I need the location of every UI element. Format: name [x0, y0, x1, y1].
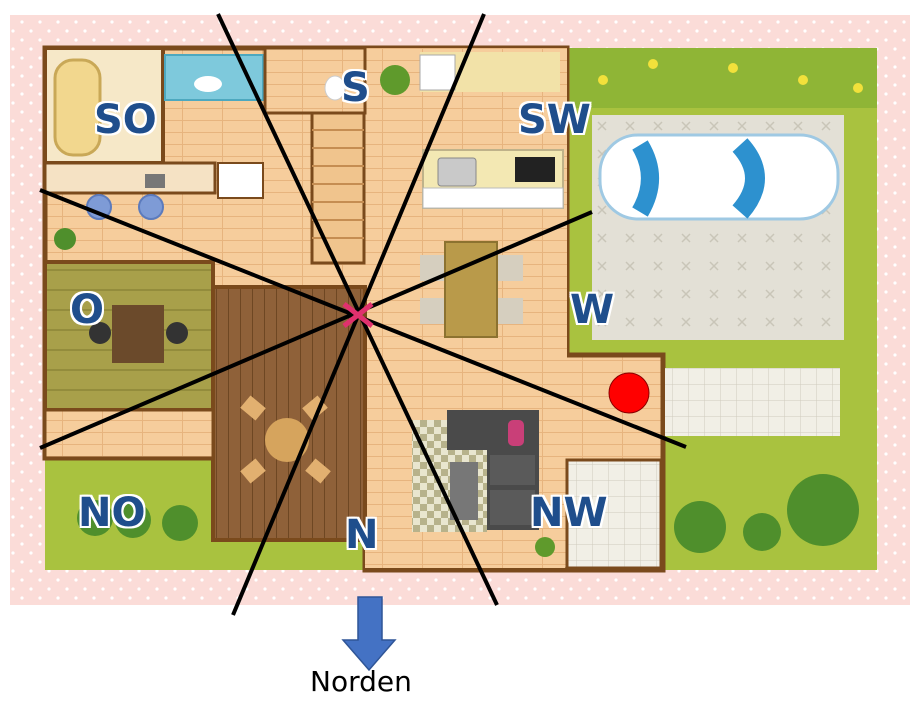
direction-label-nw: NW: [530, 490, 608, 536]
tree-icon: [380, 65, 410, 95]
toilet-icon: [324, 75, 346, 101]
direction-label-s: S: [341, 65, 370, 111]
north-arrow-icon: [341, 596, 397, 672]
deck-room: [211, 285, 367, 542]
car-icon: [598, 133, 840, 221]
red-dot: [608, 372, 650, 414]
direction-label-w: W: [570, 287, 615, 333]
bathtub-icon: [53, 58, 102, 157]
sofa-icon: [447, 410, 539, 530]
center-marker: [342, 302, 374, 328]
stairs-icon: [310, 111, 366, 265]
direction-label-sw: SW: [518, 97, 591, 143]
direction-label-no: NO: [78, 490, 146, 536]
direction-label-so: SO: [94, 97, 157, 143]
direction-label-o: O: [70, 287, 105, 333]
direction-label-n: N: [345, 512, 379, 558]
dining-table-icon: [420, 241, 523, 338]
north-label: Norden: [310, 665, 412, 698]
